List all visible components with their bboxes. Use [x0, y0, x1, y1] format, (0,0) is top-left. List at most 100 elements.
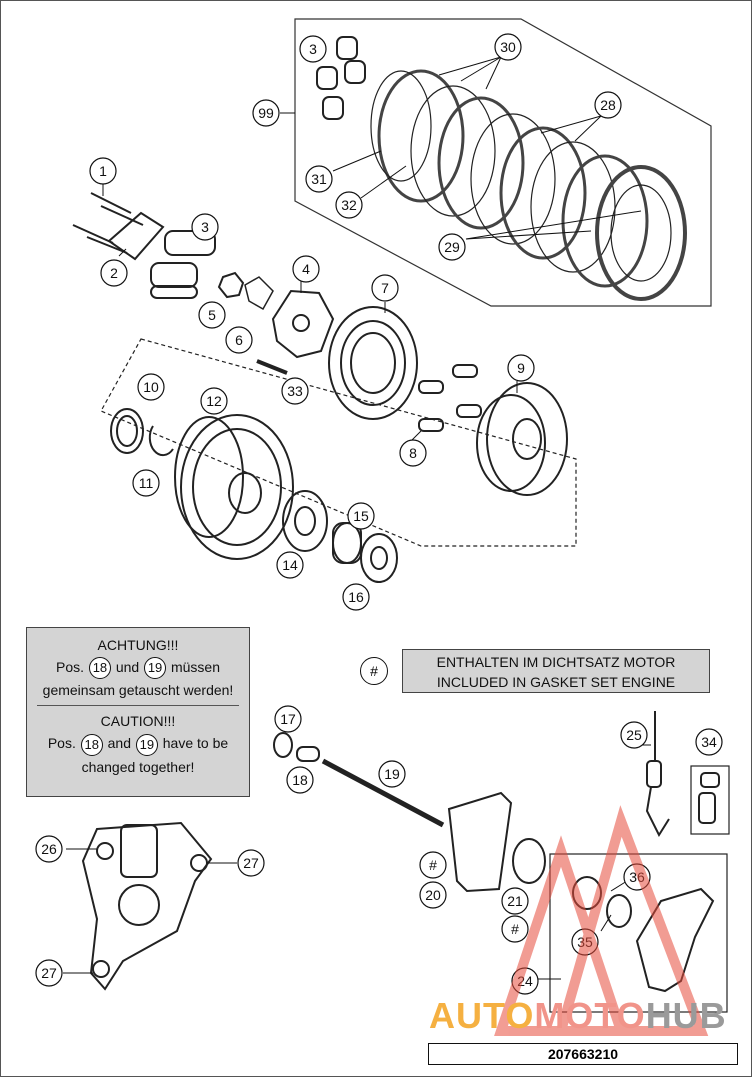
lock-washer — [244, 276, 274, 311]
svg-text:19: 19 — [384, 766, 400, 782]
clutch-kit-outline — [294, 18, 712, 307]
watermark-text: AUTOMOTOHUB — [429, 995, 727, 1036]
ref-circle-19: 19 — [144, 657, 167, 680]
svg-text:3: 3 — [309, 41, 317, 57]
svg-text:21: 21 — [507, 893, 523, 909]
spring-plate — [107, 211, 165, 261]
notice-german-line1: Pos. 18 und 19 müssen — [27, 656, 249, 680]
notice-english-title: CAUTION!!! — [100, 713, 176, 730]
part-label-10: 10 — [137, 373, 165, 401]
part-label-18: 18 — [286, 766, 314, 794]
svg-text:1: 1 — [99, 163, 107, 179]
clutch-disc-stack — [370, 69, 687, 301]
legend-line-de: ENTHALTEN IM DICHTSATZ MOTOR — [436, 654, 676, 670]
svg-text:10: 10 — [143, 379, 159, 395]
primary-gear — [282, 490, 328, 552]
part-label-1: 1 — [89, 157, 117, 185]
part-number-box: 207663210 — [428, 1043, 738, 1065]
svg-text:34: 34 — [701, 734, 717, 750]
svg-text:26: 26 — [41, 841, 57, 857]
clutch-basket — [174, 414, 294, 560]
push-rod — [321, 758, 445, 828]
part-label-30: 30 — [494, 33, 522, 61]
part-label-27: 27 — [35, 959, 63, 987]
part-label-4: 4 — [292, 255, 320, 283]
part-label-9: 9 — [507, 354, 535, 382]
svg-text:18: 18 — [292, 772, 308, 788]
legend-box: ENTHALTEN IM DICHTSATZ MOTOR INCLUDED IN… — [402, 649, 710, 693]
svg-text:28: 28 — [600, 97, 616, 113]
pressure-cap — [271, 289, 335, 359]
clutch-springs — [150, 230, 216, 299]
bleeder-valve-box — [690, 765, 730, 835]
notice-english-line1: Pos. 18 and 19 have to be — [27, 732, 249, 756]
part-label-16: 16 — [342, 583, 370, 611]
notice-divider — [37, 705, 239, 707]
damper-springs — [418, 364, 482, 432]
ref-circle-18: 18 — [80, 733, 103, 756]
part-label-6: 6 — [225, 326, 253, 354]
notice-english-line2: changed together! — [81, 758, 195, 775]
svg-text:16: 16 — [348, 589, 364, 605]
clutch-basket-group-outline — [100, 338, 577, 547]
svg-text:31: 31 — [311, 171, 327, 187]
svg-text:30: 30 — [500, 39, 516, 55]
svg-text:32: 32 — [341, 197, 357, 213]
part-label-14: 14 — [276, 551, 304, 579]
part-label-21: 21 — [501, 887, 529, 915]
svg-text:20: 20 — [425, 887, 441, 903]
part-label-12: 12 — [200, 387, 228, 415]
clutch-springs-kit — [316, 36, 366, 120]
svg-text:17: 17 — [280, 711, 296, 727]
part-label-29: 29 — [438, 233, 466, 261]
bleeder-hose — [645, 711, 670, 838]
legend-symbol: # — [360, 657, 388, 685]
ref-circle-18: 18 — [88, 657, 111, 680]
svg-text:#: # — [511, 921, 519, 937]
svg-text:9: 9 — [517, 360, 525, 376]
part-label-8: 8 — [399, 439, 427, 467]
part-label-5: 5 — [198, 301, 226, 329]
bearing-washer — [360, 533, 398, 583]
svg-text:7: 7 — [381, 280, 389, 296]
svg-text:29: 29 — [444, 239, 460, 255]
svg-text:25: 25 — [626, 727, 642, 743]
gasket-set-marker: # — [419, 851, 447, 879]
push-pin — [256, 359, 288, 375]
notice-german-title: ACHTUNG!!! — [97, 637, 179, 653]
svg-text:27: 27 — [243, 855, 259, 871]
svg-text:11: 11 — [139, 475, 154, 491]
part-label-26: 26 — [35, 835, 63, 863]
svg-text:27: 27 — [41, 965, 57, 981]
notice-box: ACHTUNG!!! Pos. 18 und 19 müssen gemeins… — [26, 627, 250, 797]
pressure-plate — [476, 382, 568, 496]
bushing — [296, 746, 320, 762]
svg-text:33: 33 — [287, 383, 303, 399]
svg-text:#: # — [429, 857, 437, 873]
bolts — [72, 192, 144, 254]
part-label-15: 15 — [347, 502, 375, 530]
part-label-34: 34 — [695, 728, 723, 756]
part-label-27: 27 — [237, 849, 265, 877]
oil-seal — [273, 732, 293, 758]
svg-text:14: 14 — [282, 557, 298, 573]
part-label-25: 25 — [620, 721, 648, 749]
part-label-3: 3 — [299, 35, 327, 63]
part-label-32: 32 — [335, 191, 363, 219]
inner-clutch-hub — [328, 306, 418, 420]
svg-text:12: 12 — [206, 393, 222, 409]
part-label-19: 19 — [378, 760, 406, 788]
svg-text:6: 6 — [235, 332, 243, 348]
svg-text:3: 3 — [201, 219, 209, 235]
part-label-2: 2 — [100, 259, 128, 287]
gasket — [447, 791, 513, 893]
part-label-17: 17 — [274, 705, 302, 733]
part-label-7: 7 — [371, 274, 399, 302]
part-label-99: 99 — [252, 99, 280, 127]
gasket-set-marker: # — [501, 915, 529, 943]
bleeder-valve — [698, 772, 720, 824]
ref-circle-19: 19 — [135, 733, 158, 756]
leader-lines — [63, 56, 651, 980]
